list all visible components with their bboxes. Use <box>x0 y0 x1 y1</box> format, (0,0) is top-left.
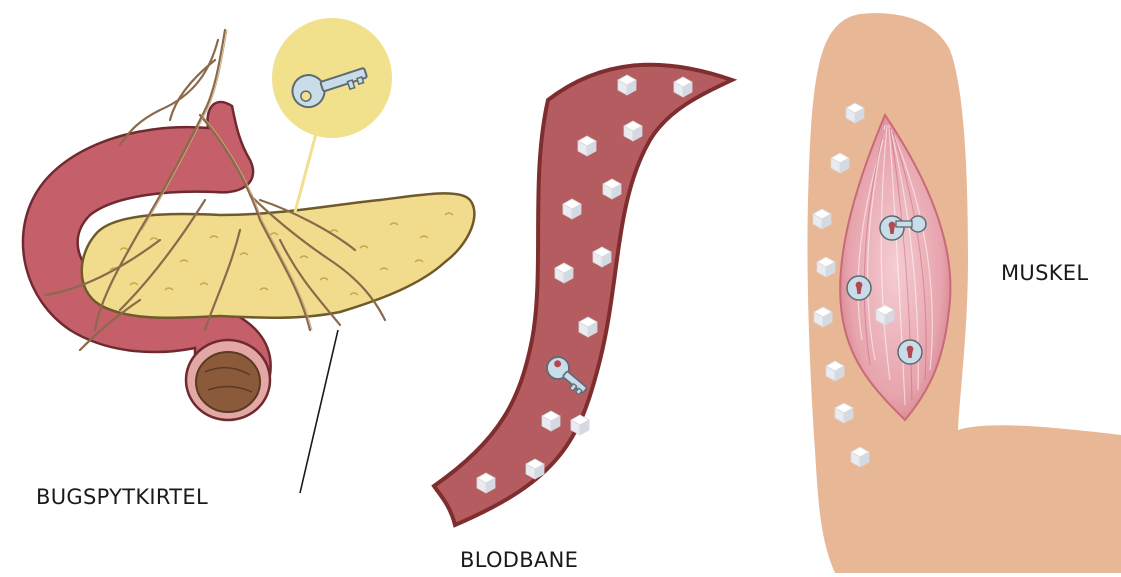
pancreas-illustration <box>23 30 474 420</box>
keyhole-lock-icon <box>880 216 904 240</box>
blood-vessel-illustration <box>434 65 732 525</box>
keyhole-lock-icon <box>898 340 922 364</box>
callout-line <box>295 130 317 212</box>
blood-vessel <box>434 65 732 525</box>
insulin-key-callout <box>272 18 392 212</box>
pancreas-pointer-line <box>300 330 338 493</box>
label-muskel: MUSKEL <box>1001 261 1088 285</box>
keyhole-lock-icon <box>847 276 871 300</box>
label-bugspytkirtel: BUGSPYTKIRTEL <box>36 485 208 509</box>
label-blodbane: BLODBANE <box>460 548 578 572</box>
arm-illustration <box>807 13 1121 573</box>
